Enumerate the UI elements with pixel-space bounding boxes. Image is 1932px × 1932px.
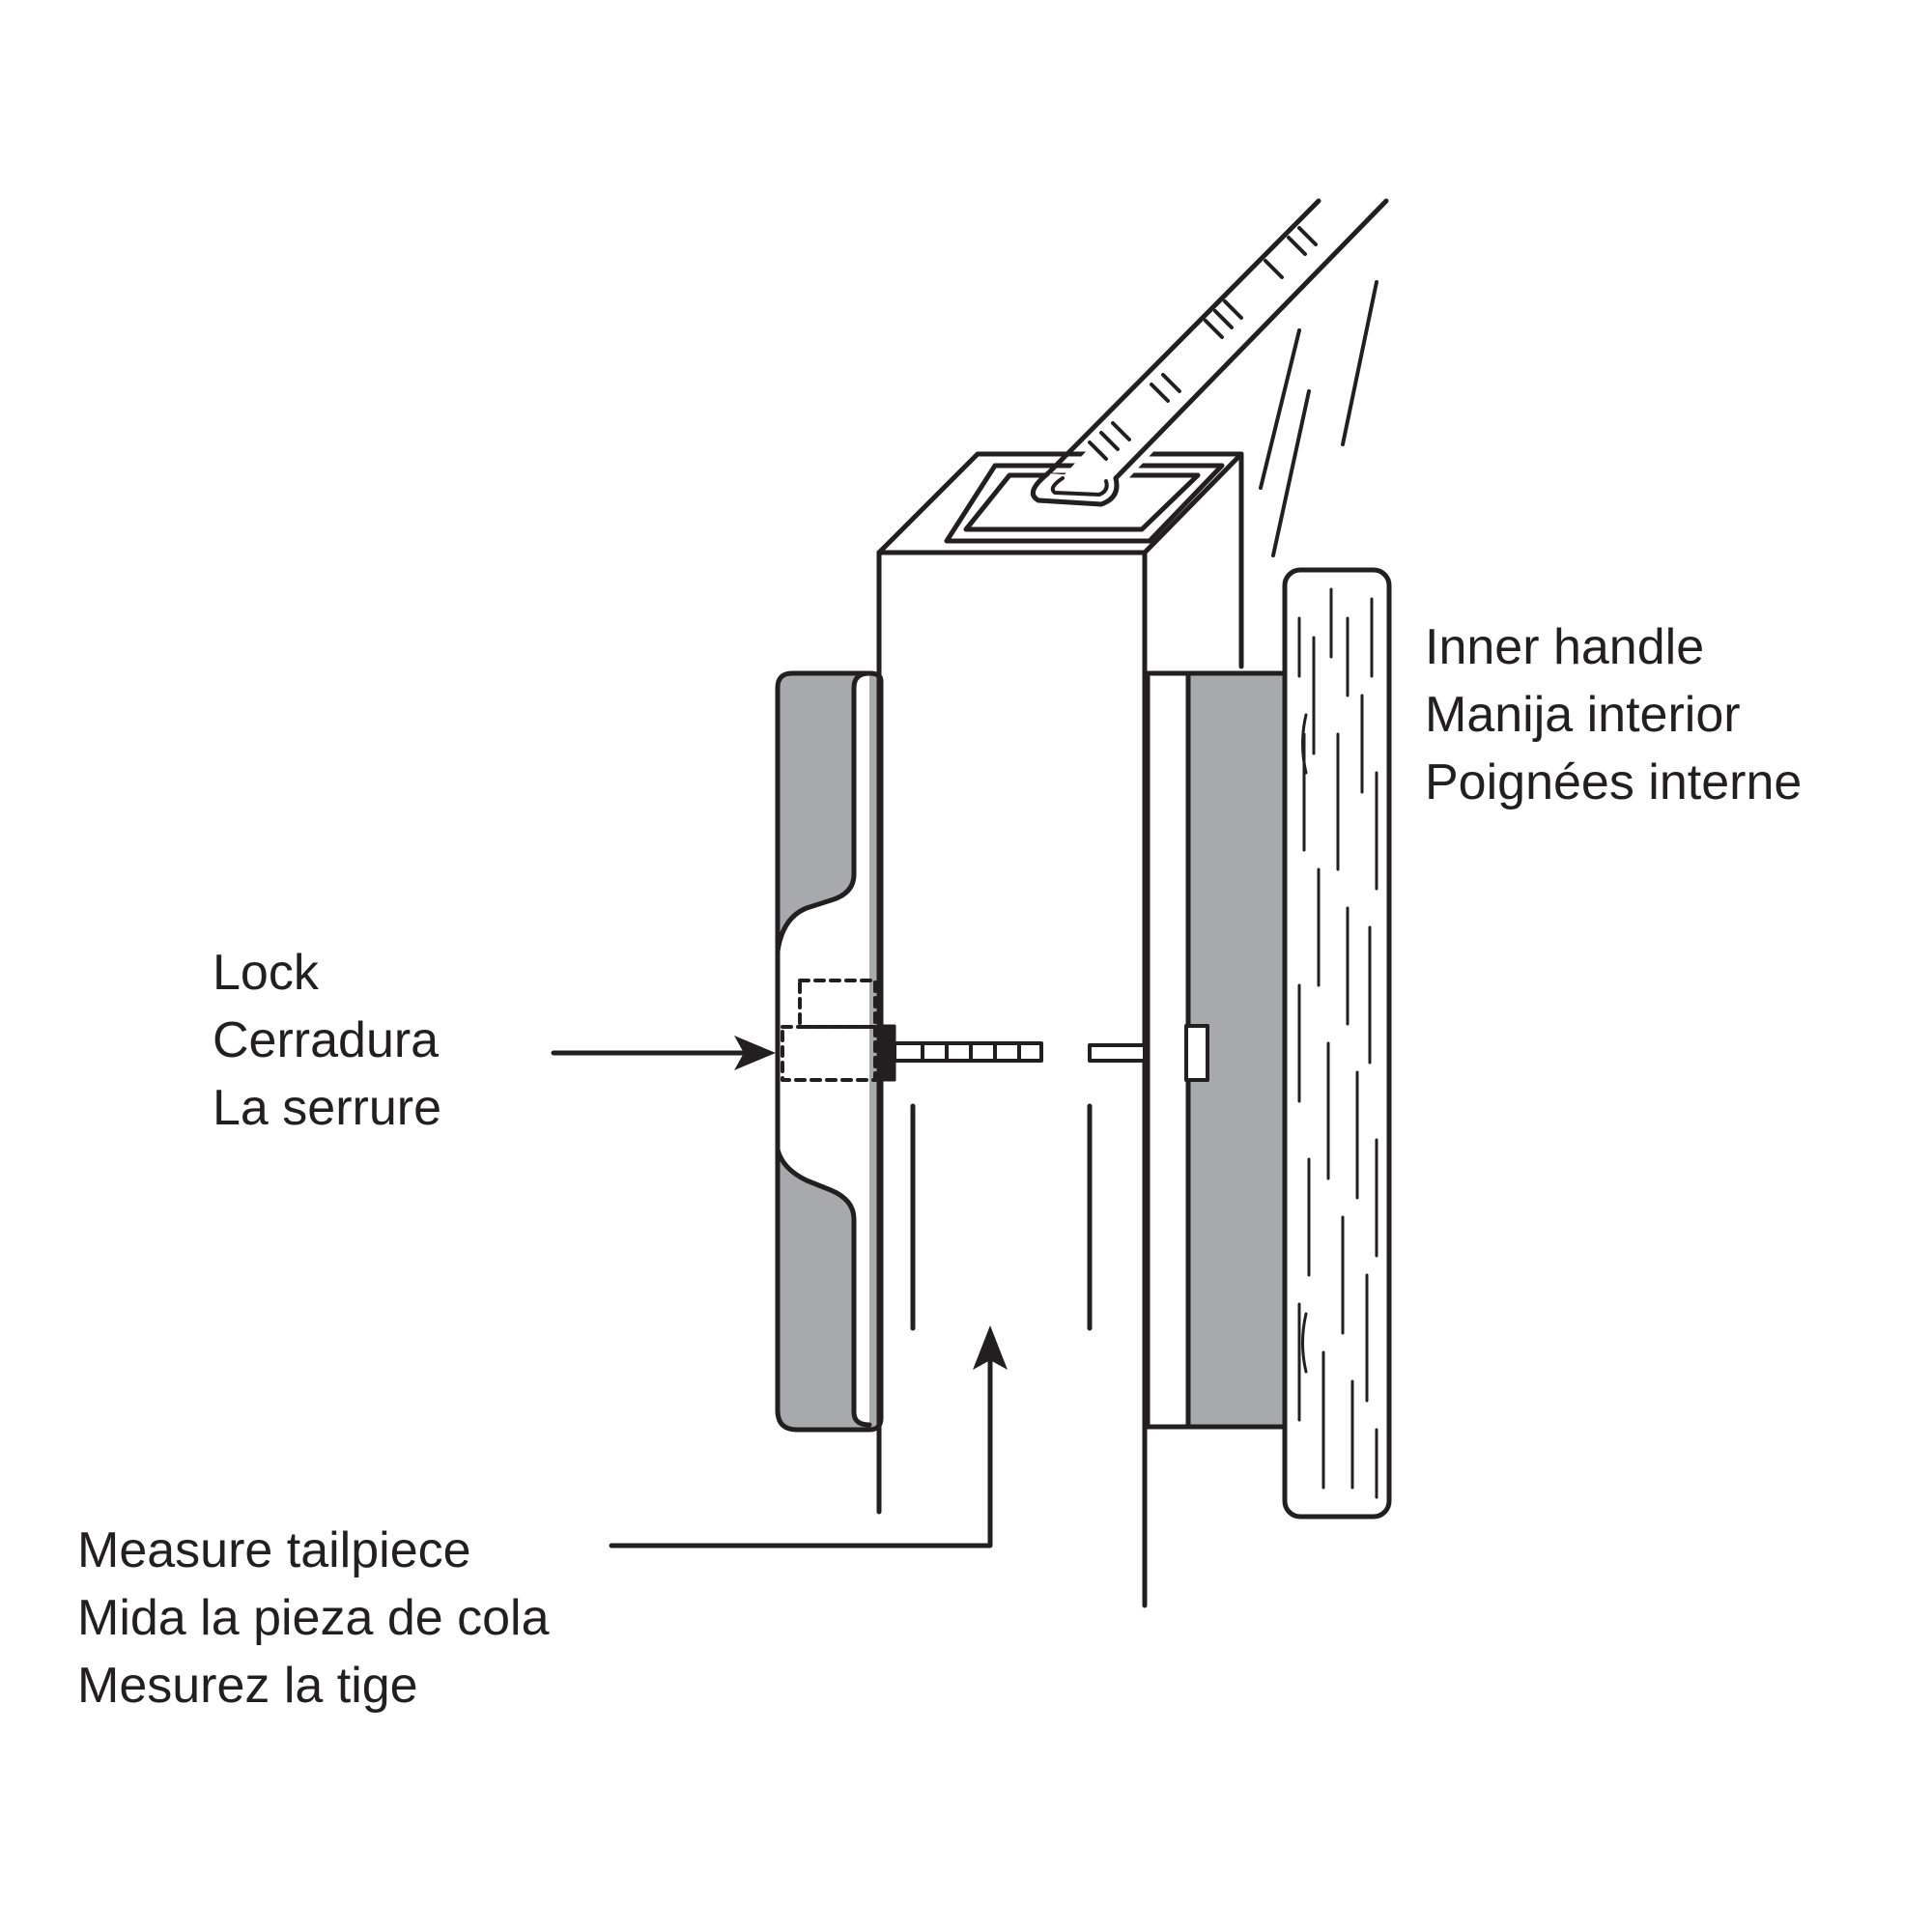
tailpiece-label-es: Mida la pieza de cola <box>77 1590 550 1646</box>
motion-lines <box>1259 280 1378 557</box>
lock-label: Lock Cerradura La serrure <box>213 939 441 1142</box>
lock-label-en: Lock <box>213 945 319 1001</box>
tailpiece-label-en: Measure tailpiece <box>77 1522 471 1578</box>
inner-mounting-plate <box>1145 670 1288 1430</box>
lock-pointer-arrow <box>551 1036 776 1070</box>
door-edge <box>876 451 1244 1608</box>
tailpiece <box>879 1024 1147 1082</box>
inner-handle-label-es: Manija interior <box>1425 687 1741 743</box>
bore-hole-lines <box>910 1103 1093 1331</box>
tape-measure <box>1030 198 1389 507</box>
tailpiece-pointer-arrow <box>609 1325 1008 1548</box>
lock-label-fr: La serrure <box>213 1080 441 1136</box>
tailpiece-label: Measure tailpiece Mida la pieza de cola … <box>77 1517 550 1719</box>
outer-lock-body <box>775 670 884 1433</box>
tailpiece-label-fr: Mesurez la tige <box>77 1658 418 1714</box>
inner-handle-label: Inner handle Manija interior Poignées in… <box>1425 613 1802 816</box>
lock-label-es: Cerradura <box>213 1012 440 1068</box>
inner-handle-label-en: Inner handle <box>1425 619 1705 675</box>
inner-handle-label-fr: Poignées interne <box>1425 754 1803 810</box>
inner-handle <box>1282 567 1392 1520</box>
lock-cylinder <box>781 979 877 1082</box>
